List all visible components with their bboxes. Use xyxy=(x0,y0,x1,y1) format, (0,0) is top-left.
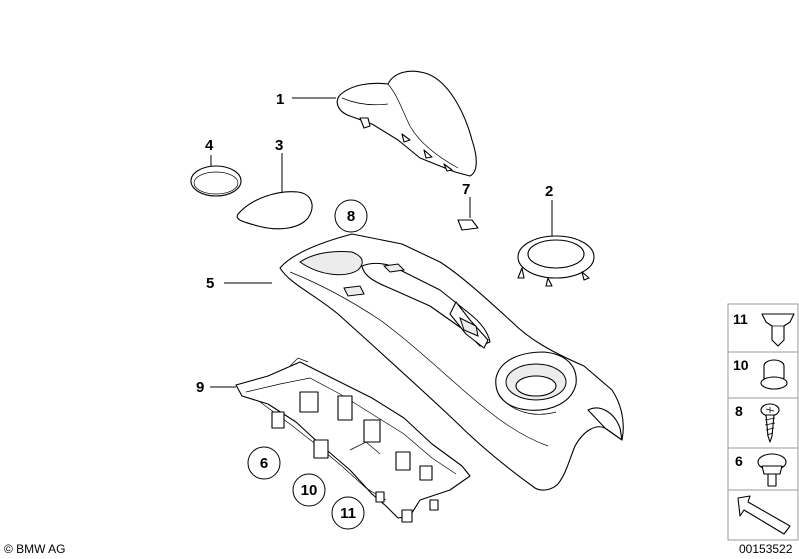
circled-callout-11: 11 xyxy=(331,496,365,530)
copyright-text: © BMW AG xyxy=(4,542,66,556)
push-rivet-icon xyxy=(757,453,787,487)
callout-3: 3 xyxy=(275,137,283,154)
part-3-tray-mat[interactable] xyxy=(236,191,313,230)
callout-9: 9 xyxy=(196,379,204,396)
screw-icon xyxy=(760,403,780,443)
circled-callout-6: 6 xyxy=(247,446,281,480)
part-2-trim-ring[interactable] xyxy=(517,235,595,287)
part-4-round-insert[interactable] xyxy=(190,165,242,197)
callout-1: 1 xyxy=(276,91,284,108)
callout-7: 7 xyxy=(462,181,470,198)
callout-4: 4 xyxy=(205,137,214,154)
legend-item-6[interactable]: 6 xyxy=(727,447,799,491)
svg-text:11: 11 xyxy=(733,311,748,327)
circled-callout-10: 10 xyxy=(292,473,326,507)
legend-direction-arrow xyxy=(727,489,799,541)
callout-2: 2 xyxy=(545,183,553,200)
svg-text:6: 6 xyxy=(260,455,268,472)
expanding-clip-icon xyxy=(761,313,795,347)
svg-text:8: 8 xyxy=(347,208,355,225)
part-9-console-carrier[interactable] xyxy=(235,357,471,523)
legend-item-8[interactable]: 8 xyxy=(727,397,799,449)
part-1-gear-lever-cover[interactable] xyxy=(336,70,477,177)
svg-text:8: 8 xyxy=(735,403,743,419)
circled-callout-8: 8 xyxy=(334,199,368,233)
callout-5: 5 xyxy=(206,275,214,292)
diagram-number: 00153522 xyxy=(739,542,793,556)
svg-text:10: 10 xyxy=(733,357,749,373)
arrow-icon xyxy=(737,495,791,535)
svg-text:10: 10 xyxy=(301,482,318,499)
part-5-center-console[interactable] xyxy=(279,233,624,491)
legend-item-10[interactable]: 10 xyxy=(727,351,799,399)
legend-item-11[interactable]: 11 xyxy=(727,303,799,353)
nut-icon xyxy=(760,359,788,390)
part-7-cap[interactable] xyxy=(457,219,479,231)
svg-text:6: 6 xyxy=(735,453,743,469)
svg-text:11: 11 xyxy=(340,505,356,522)
